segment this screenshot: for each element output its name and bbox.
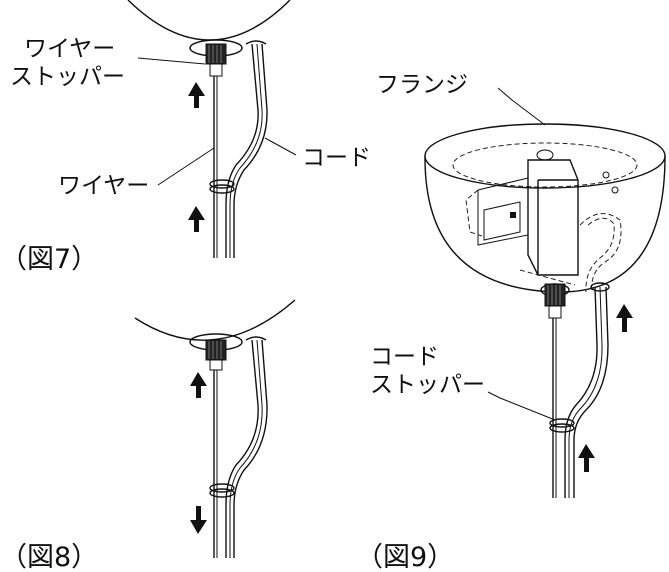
figure-8: （図8） [0, 299, 296, 572]
lamp-globe-arc [127, 0, 291, 41]
label-wire: ワイヤー [58, 173, 149, 199]
figure-9: フランジ コード ストッパー （図9） [356, 72, 666, 572]
wire-stopper [540, 283, 570, 319]
arrow-down-icon [190, 506, 207, 534]
inner-bracket [452, 142, 638, 293]
cord-stopper-ring [209, 179, 235, 189]
caption-figure-7: （図7） [0, 244, 98, 275]
figure-7: ワイヤー ストッパー ワイヤー コード （図7） [0, 0, 371, 275]
wire-stopper [205, 43, 227, 77]
caption-figure-8: （図8） [0, 542, 98, 572]
cord-stopper-ring [209, 483, 235, 493]
label-cord-stopper-line1: コード [370, 344, 439, 370]
label-cord-stopper-line2: ストッパー [370, 372, 485, 398]
arrow-up-icon [578, 444, 595, 472]
arrow-up-icon [190, 372, 207, 398]
label-wire-stopper-line1: ワイヤー [24, 36, 115, 62]
power-cord [225, 40, 268, 258]
arrow-up-icon [188, 82, 205, 108]
wire-stopper [205, 339, 227, 371]
label-wire-stopper-line2: ストッパー [10, 64, 125, 90]
arrow-up-icon [616, 304, 633, 332]
flange-dome [424, 155, 666, 293]
caption-figure-9: （図9） [356, 542, 454, 572]
arrow-up-icon [188, 206, 205, 232]
power-cord [225, 336, 268, 558]
flange-rim [424, 123, 666, 189]
label-cord: コード [302, 145, 371, 171]
cord-stopper-ring [549, 418, 575, 428]
label-flange: フランジ [376, 72, 468, 98]
